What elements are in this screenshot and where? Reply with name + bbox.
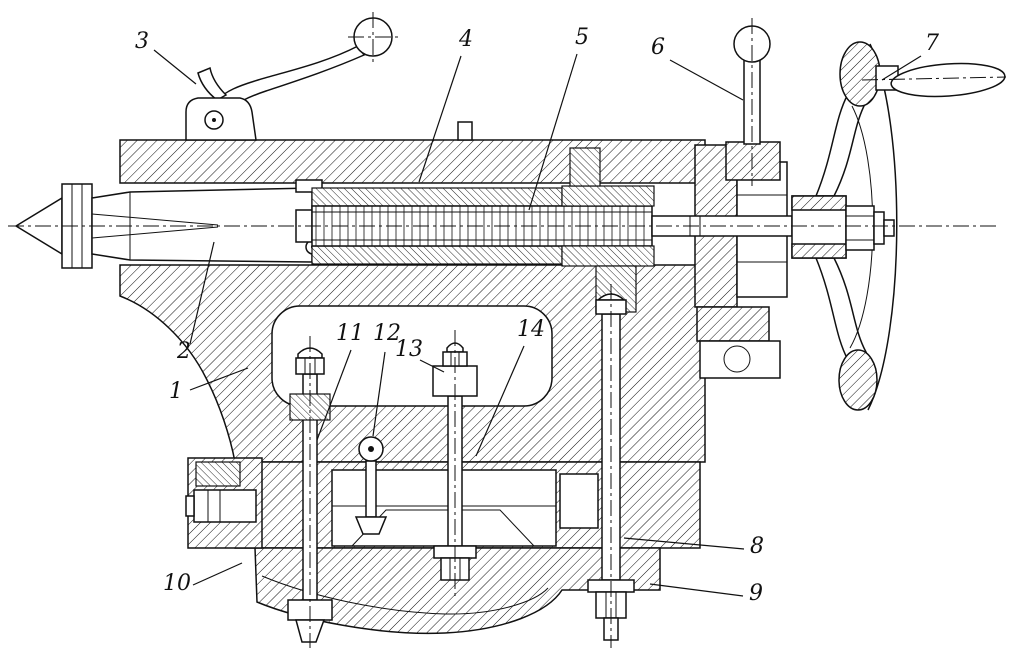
leader-line	[372, 351, 386, 437]
callout-label: 12	[373, 321, 401, 346]
clamp-screw-small	[354, 436, 388, 535]
hub-washer	[873, 211, 885, 245]
bracket-lug	[696, 306, 770, 342]
hub-nut	[845, 205, 875, 251]
clamp-bore	[723, 345, 751, 373]
callout-label: 2	[176, 339, 191, 364]
leader-line	[669, 59, 744, 101]
bolt11-shoe-tip	[295, 619, 326, 643]
quill-wall-top	[311, 187, 563, 207]
callout-9: 9	[649, 581, 763, 606]
rim-section-bottom	[838, 349, 878, 411]
leader-line	[153, 49, 197, 85]
wedge-insert	[195, 461, 241, 487]
callout-1: 1	[169, 367, 249, 404]
leader-line	[192, 562, 243, 586]
callout-label: 3	[135, 29, 149, 54]
clamp-bolt-left	[287, 336, 333, 648]
callout-label: 1	[169, 379, 183, 404]
callout-6: 6	[651, 35, 744, 101]
quill-nose	[91, 187, 313, 263]
nut-upper	[561, 185, 655, 207]
leader-line	[189, 241, 215, 345]
nut-lower	[561, 245, 655, 267]
tie-rod	[587, 284, 635, 648]
callout-3: 3	[135, 29, 197, 85]
clamp-bolt-middle	[432, 330, 478, 600]
locking-handle	[725, 18, 781, 186]
leader-line	[649, 583, 744, 597]
callout-5: 5	[528, 25, 589, 211]
handle-boss	[725, 141, 781, 181]
handwheel-grip	[861, 62, 1007, 98]
leader-line	[316, 349, 352, 441]
callout-4: 4	[418, 27, 473, 183]
leader-line	[623, 537, 745, 550]
spoke-bottom	[814, 257, 868, 361]
callout-label: 14	[517, 317, 545, 342]
callout-label: 13	[395, 337, 423, 362]
callout-7: 7	[881, 31, 939, 81]
bolt12-stem	[365, 460, 377, 518]
callout-14: 14	[475, 317, 545, 457]
callout-11: 11	[316, 321, 364, 441]
quill	[91, 179, 563, 265]
callout-12: 12	[372, 321, 401, 437]
leader-line	[475, 345, 525, 457]
leader-line	[881, 55, 922, 81]
callout-label: 5	[575, 25, 589, 50]
top-pin	[457, 121, 473, 141]
grip-handle	[890, 62, 1006, 98]
body-cavity	[271, 305, 553, 407]
quill-wall-bottom	[311, 245, 563, 265]
callout-2: 2	[176, 241, 215, 364]
body-top-wall	[119, 139, 706, 184]
wedge-stud	[193, 489, 257, 523]
spoke-top	[814, 93, 868, 197]
callout-label: 11	[336, 321, 364, 346]
callout-label: 4	[458, 27, 473, 52]
clamp-lever	[185, 12, 398, 141]
leader-line	[528, 53, 578, 211]
dead-center	[14, 183, 93, 269]
hub-wall-top	[791, 195, 847, 211]
callout-8: 8	[623, 534, 764, 559]
base-slot	[559, 473, 599, 529]
callout-10: 10	[163, 562, 243, 596]
lever-hook	[197, 66, 228, 101]
callouts: 3 4 5 6 7 2 1 11	[135, 25, 939, 606]
bolt12-flange	[354, 516, 388, 535]
callout-label: 8	[750, 534, 764, 559]
nut-lock	[569, 147, 601, 187]
callout-label: 9	[749, 581, 763, 606]
wedge-stud-end	[185, 495, 195, 517]
wedge-block	[185, 457, 263, 549]
leader-line	[418, 55, 462, 183]
rim-section-top	[839, 41, 881, 107]
screw-end	[883, 219, 895, 237]
leader-line	[189, 367, 249, 391]
callout-label: 7	[925, 31, 939, 56]
callout-label: 6	[651, 35, 665, 60]
hub-wall-bottom	[791, 243, 847, 259]
callout-13: 13	[395, 337, 445, 373]
callout-label: 10	[163, 571, 191, 596]
leader-line	[419, 359, 445, 373]
